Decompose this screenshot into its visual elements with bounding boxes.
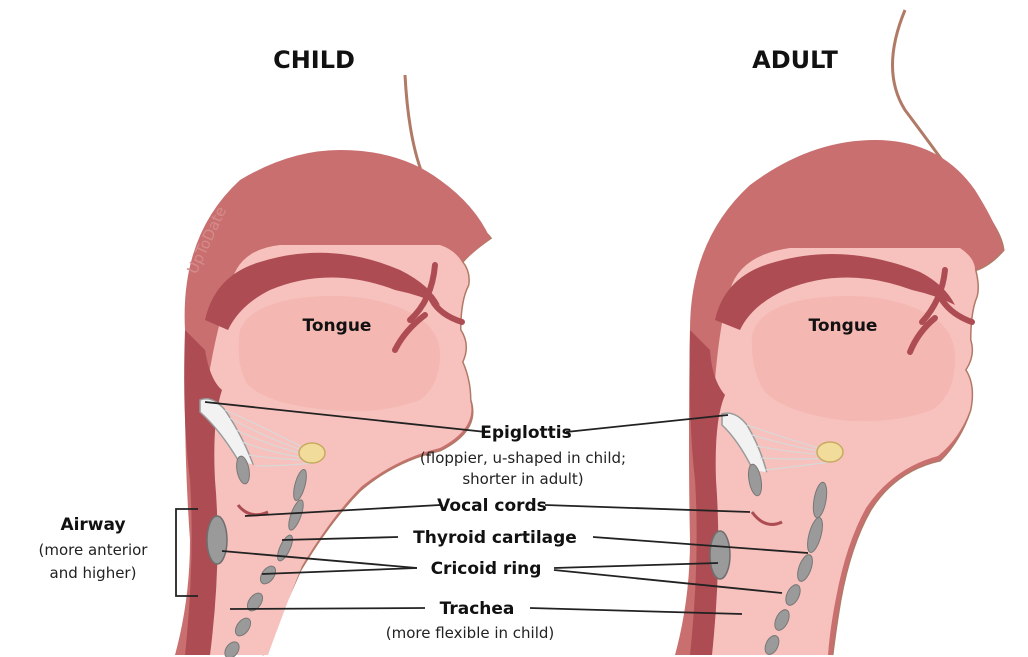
label-trachea: Trachea <box>440 599 515 619</box>
adult-cricoid <box>710 531 730 579</box>
tongue-label-adult: Tongue <box>809 316 878 336</box>
note-airway-line2: and higher) <box>50 564 137 582</box>
note-epiglottis-line2: shorter in adult) <box>462 470 583 488</box>
child-hyoid <box>299 443 325 463</box>
leader-trachea-child <box>230 608 425 609</box>
note-epiglottis-line1: (floppier, u-shaped in child; <box>420 449 626 467</box>
label-airway: Airway <box>60 515 125 535</box>
child-cricoid <box>207 516 227 564</box>
label-cricoid-ring: Cricoid ring <box>431 559 542 579</box>
heading-child: CHILD <box>273 46 355 74</box>
heading-adult: ADULT <box>752 46 838 74</box>
label-epiglottis: Epiglottis <box>480 423 571 443</box>
label-vocal-cords: Vocal cords <box>437 496 547 516</box>
note-airway-line1: (more anterior <box>39 541 149 559</box>
adult-hyoid <box>817 442 843 462</box>
note-trachea: (more flexible in child) <box>386 624 555 642</box>
label-thyroid-cartilage: Thyroid cartilage <box>413 528 577 548</box>
tongue-label-child: Tongue <box>303 316 372 336</box>
child-tongue <box>239 296 440 411</box>
